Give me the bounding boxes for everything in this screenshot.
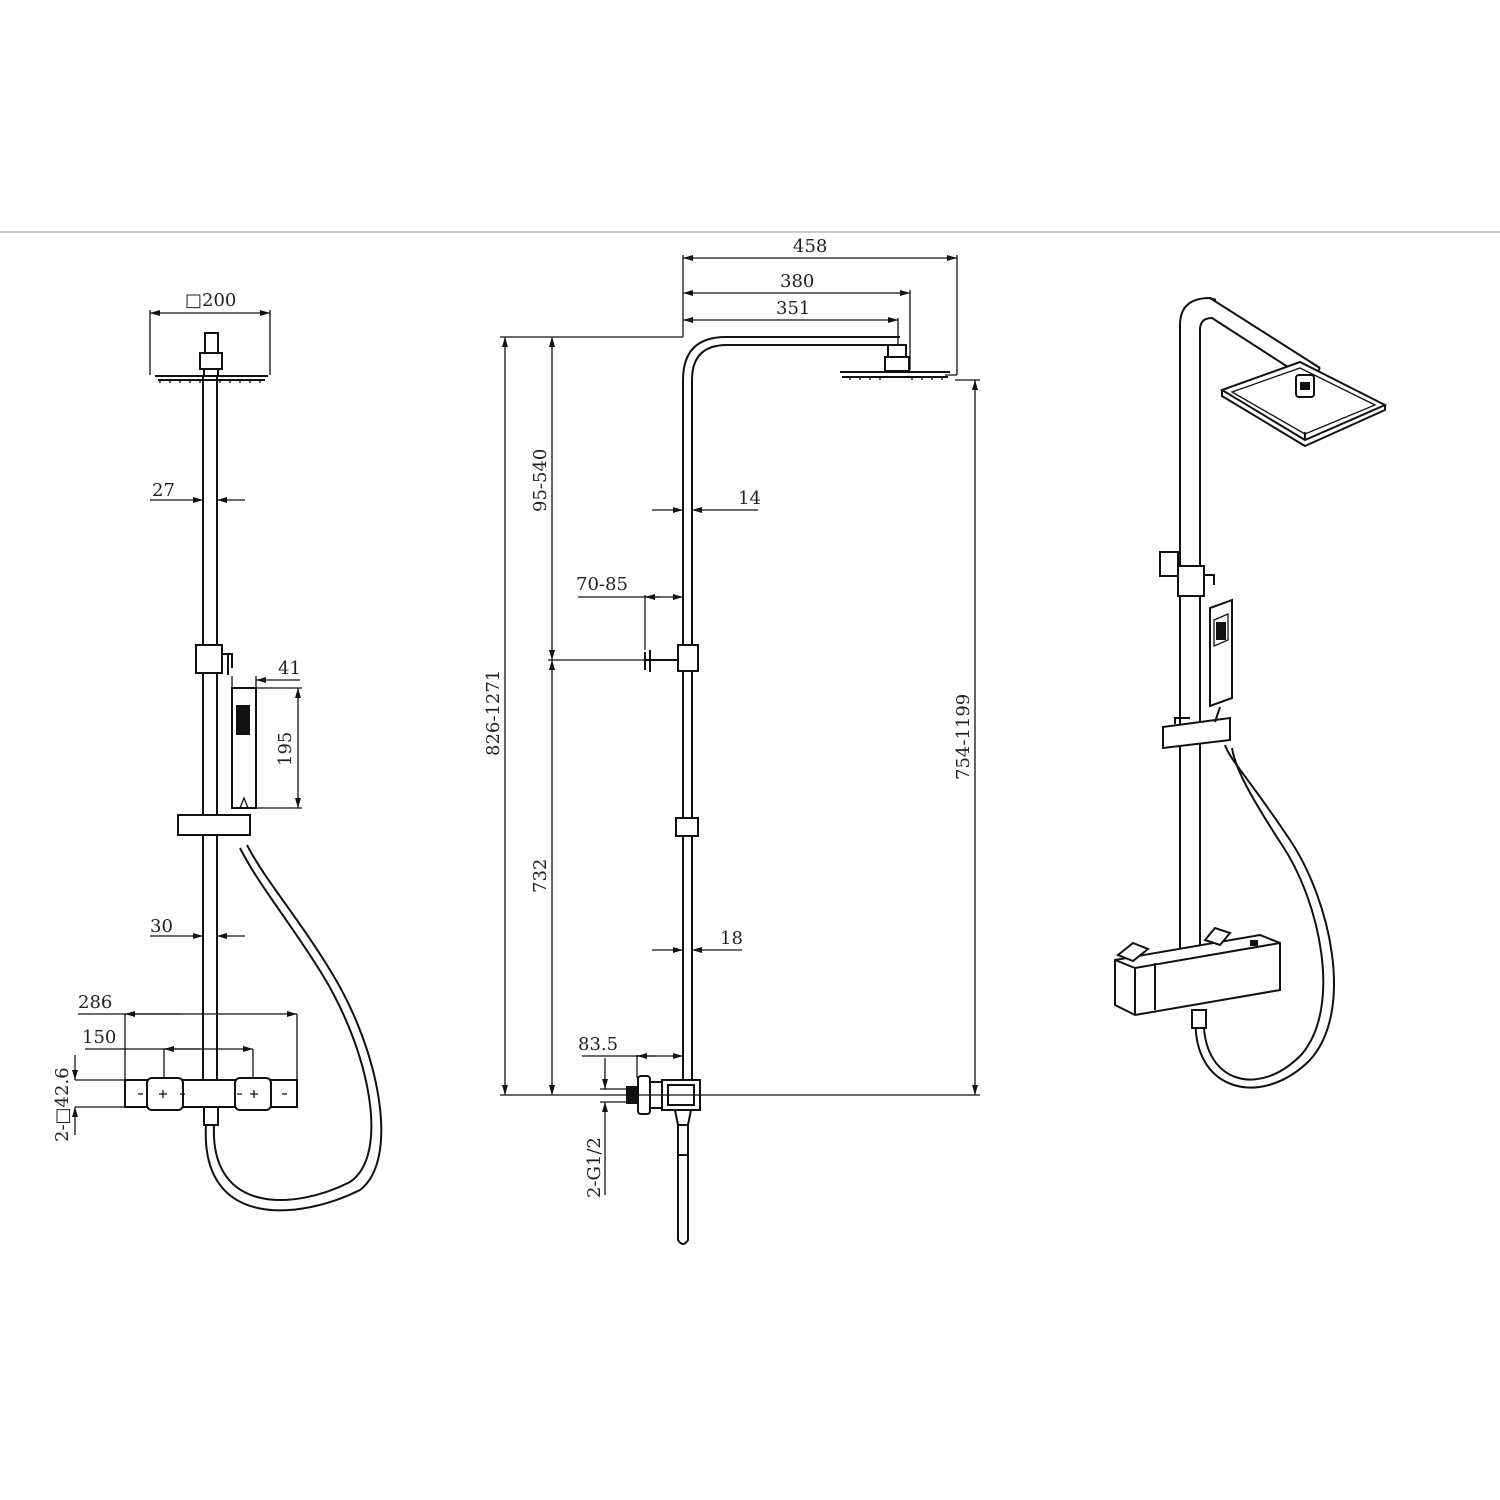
label-inlet-offset: 83.5 — [578, 1034, 618, 1055]
side-shower-head — [840, 344, 950, 380]
label-rail-lower: 30 — [150, 916, 173, 937]
shower-arm-pipe — [682, 336, 900, 1080]
dim-upper-adjust: 95-540 — [530, 337, 645, 661]
perspective-bracket — [1159, 551, 1215, 597]
dim-head-size: □200 — [149, 290, 271, 375]
label-inlet-centers: 150 — [82, 1027, 116, 1048]
label-arm-head: 380 — [780, 271, 814, 292]
bracket-knob — [222, 653, 233, 675]
perspective-hand-shower — [1209, 598, 1233, 708]
dim-arm-overall: 458 — [682, 236, 958, 376]
dim-mixer-section: 2-□42.6 — [52, 1055, 125, 1142]
dim-handshower-height: 195 — [256, 687, 302, 809]
label-arm-connector: 351 — [776, 298, 810, 319]
dim-upper-pipe: 14 — [652, 488, 761, 513]
hose-connector — [1191, 1009, 1207, 1029]
dim-handshower-width: 41 — [231, 658, 301, 688]
perspective-head — [1219, 360, 1388, 448]
dim-lower-pipe: 18 — [652, 928, 743, 953]
label-mixer-section: 2-□42.6 — [52, 1067, 73, 1142]
label-mixer-width: 286 — [78, 992, 112, 1013]
dim-head-height: 754-1199 — [953, 379, 980, 1095]
perspective-holder — [1162, 706, 1231, 750]
dim-mixer-width: 286 — [78, 992, 298, 1080]
dim-rail-upper: 27 — [150, 480, 245, 503]
label-handshower-width: 41 — [278, 658, 301, 679]
dim-inlet-centers: 150 — [82, 1027, 254, 1078]
rain-shower-head — [155, 332, 268, 383]
label-upper-adjust: 95-540 — [530, 449, 551, 512]
label-handshower-height: 195 — [275, 732, 296, 766]
dim-bracket-offset: 70-85 — [576, 574, 683, 650]
label-arm-overall: 458 — [793, 236, 827, 257]
dim-total-height: 826-1271 — [483, 336, 683, 1095]
slider-bracket — [195, 644, 223, 674]
dim-bracket-height: 732 — [530, 660, 555, 1095]
side-view: 458 380 351 826-1271 95-540 732 — [483, 236, 980, 1245]
label-inlet-thread: 2-G1/2 — [584, 1137, 605, 1198]
riser-rail — [202, 376, 218, 1080]
front-view: □200 27 41 195 30 286 — [52, 290, 383, 1212]
perspective-hose — [1194, 744, 1335, 1089]
rail-coupling — [675, 817, 699, 837]
dim-inlet-thread: 2-G1/2 — [584, 1058, 626, 1198]
hand-shower — [231, 687, 257, 809]
label-lower-pipe: 18 — [720, 928, 743, 949]
label-rail-upper: 27 — [152, 480, 175, 501]
thermostatic-mixer — [124, 1077, 298, 1126]
dim-rail-lower: 30 — [150, 916, 245, 939]
perspective-riser — [1179, 296, 1321, 985]
label-total-height: 826-1271 — [483, 670, 504, 756]
label-head-size: □200 — [185, 290, 236, 311]
label-bracket-offset: 70-85 — [576, 574, 628, 595]
hose — [204, 844, 383, 1212]
wall-bracket — [644, 644, 699, 672]
perspective-mixer — [1114, 926, 1281, 1017]
label-upper-pipe: 14 — [738, 488, 761, 509]
perspective-view — [1114, 296, 1388, 1089]
label-bracket-height: 732 — [530, 859, 551, 893]
side-mixer — [626, 1075, 701, 1245]
dim-arm-head: 380 — [683, 271, 911, 370]
dim-inlet-offset: 83.5 — [578, 1034, 683, 1078]
handshower-holder — [177, 814, 251, 836]
dim-arm-connector: 351 — [683, 298, 899, 345]
label-head-height: 754-1199 — [953, 694, 974, 780]
